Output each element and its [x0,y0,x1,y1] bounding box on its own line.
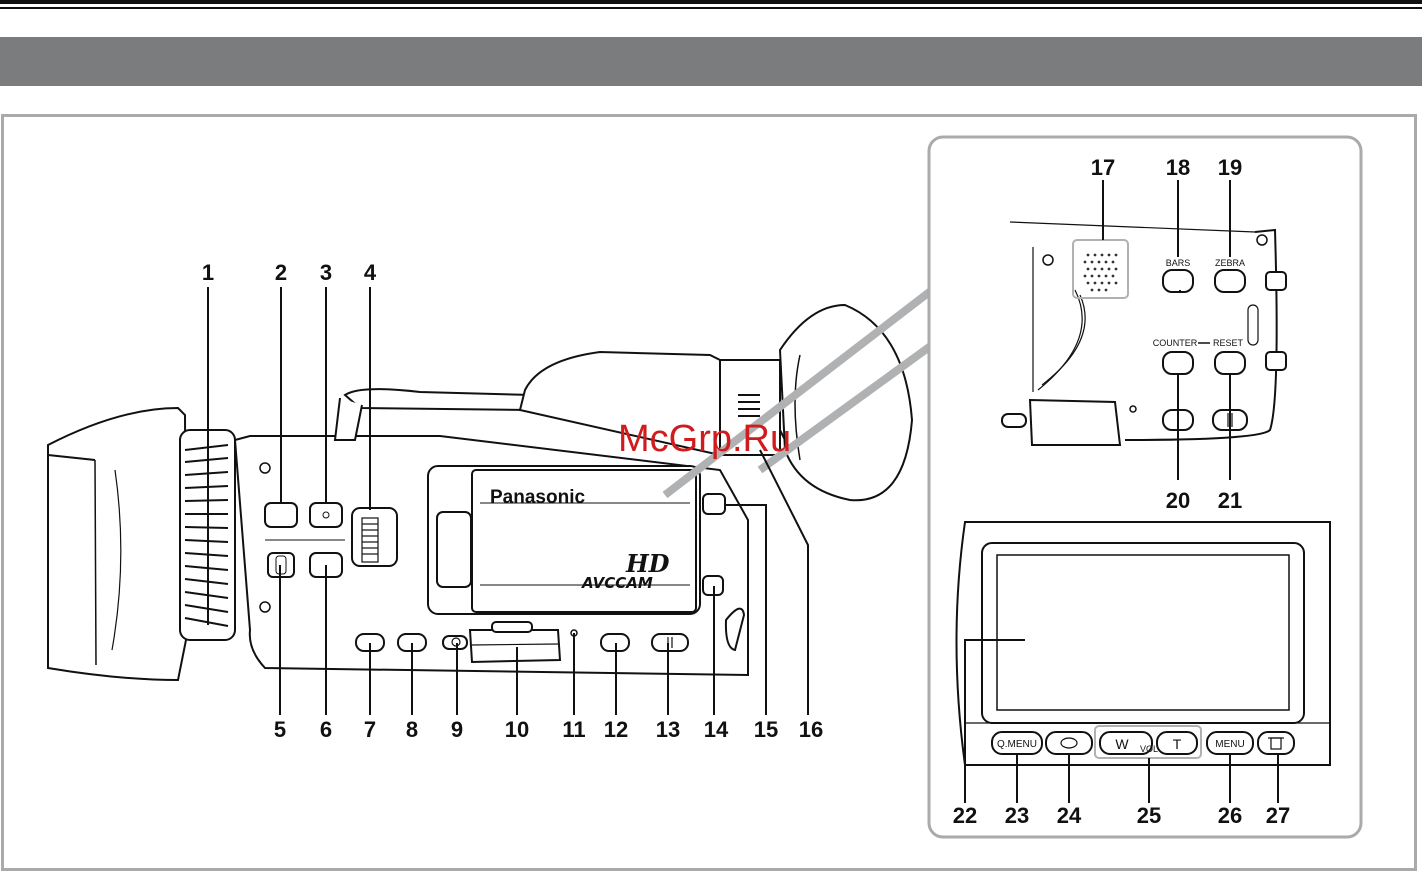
lens-hood [48,408,186,680]
button-3 [310,503,342,527]
bars-button [1163,270,1193,292]
callout-26: 26 [1218,803,1242,828]
callout-14: 14 [704,717,729,742]
button-13 [652,634,688,651]
callout-15: 15 [754,717,778,742]
label-t: T [1173,736,1182,752]
button-2 [265,503,297,527]
callout-11: 11 [562,717,585,742]
button-24 [1046,732,1092,754]
callout-9: 9 [451,717,463,742]
callout-8: 8 [406,717,418,742]
label-bars: BARS [1166,258,1191,268]
label-zebra: ZEBRA [1215,258,1245,268]
callout-20: 20 [1166,488,1190,513]
callout-25: 25 [1137,803,1161,828]
callout-5: 5 [274,717,286,742]
model-logo: AVCCAM [581,574,653,592]
label-counter: COUNTER [1153,338,1198,348]
reset-button [1215,352,1245,374]
callout-6: 6 [320,717,332,742]
callout-19: 19 [1218,155,1242,180]
callout-23: 23 [1005,803,1029,828]
label-vol: VOL [1140,744,1158,754]
callout-13: 13 [656,717,680,742]
callout-10: 10 [505,717,529,742]
card-slot-10 [470,630,560,662]
callout-3: 3 [320,260,332,285]
callout-2: 2 [275,260,287,285]
brand-logo: Panasonic [490,487,585,508]
callout-7: 7 [364,717,376,742]
inset-lcd-illustration [957,522,1331,765]
callout-1: 1 [202,260,214,285]
label-qmenu: Q.MENU [997,739,1037,750]
callout-22: 22 [953,803,977,828]
callout-17: 17 [1091,155,1115,180]
label-menu: MENU [1215,739,1244,750]
button-15 [703,494,725,514]
callout-24: 24 [1057,803,1082,828]
label-reset: RESET [1213,338,1244,348]
counter-button [1163,352,1193,374]
callout-21: 21 [1218,488,1242,513]
delete-button [1258,732,1294,754]
callout-18: 18 [1166,155,1190,180]
zebra-button [1215,270,1245,292]
callout-16: 16 [799,717,823,742]
callout-12: 12 [604,717,628,742]
callout-4: 4 [364,260,377,285]
callout-27: 27 [1266,803,1290,828]
label-w: W [1115,736,1129,752]
watermark-text: McGrp.Ru [618,418,791,460]
